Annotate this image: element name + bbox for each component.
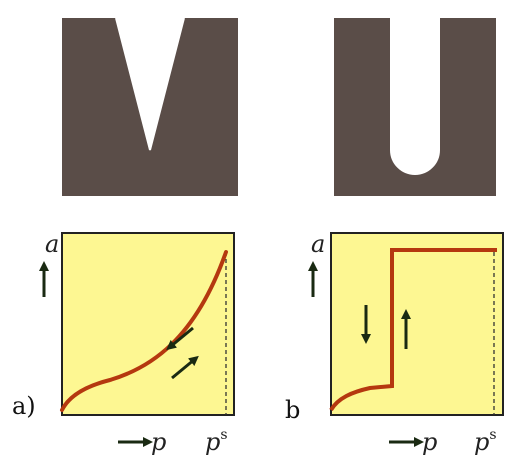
pore-diagram-a	[62, 17, 238, 196]
x-axis-label-a: p	[151, 428, 166, 456]
x-axis-label-b: p	[422, 428, 437, 456]
isotherm-curve-b	[329, 248, 497, 412]
adsorbed-layer-b	[397, 18, 433, 168]
panel-label-a: a)	[12, 392, 36, 420]
isotherm-curve-a	[60, 250, 228, 412]
pore-wall-outline-a	[115, 17, 185, 151]
pore-solid-b	[334, 18, 496, 196]
pore-solid-a	[62, 18, 238, 196]
pore-diagram-b	[334, 18, 496, 196]
saturation-label-a: ps	[205, 427, 228, 456]
y-axis-label-a: a	[45, 230, 59, 258]
isotherm-plot-a: a a) p ps	[12, 230, 235, 456]
saturation-label-b: ps	[474, 427, 497, 456]
adsorption-arrow-a	[171, 355, 199, 380]
plot-area-b	[330, 232, 504, 416]
pore-wall-outline-b	[390, 18, 440, 175]
panel-label-b: b	[285, 396, 300, 424]
desorption-arrow-a	[166, 326, 194, 351]
isotherm-plot-b: a b p ps	[285, 230, 504, 456]
y-axis-label-b: a	[311, 230, 325, 258]
adsorbed-layer-a	[123, 17, 177, 143]
